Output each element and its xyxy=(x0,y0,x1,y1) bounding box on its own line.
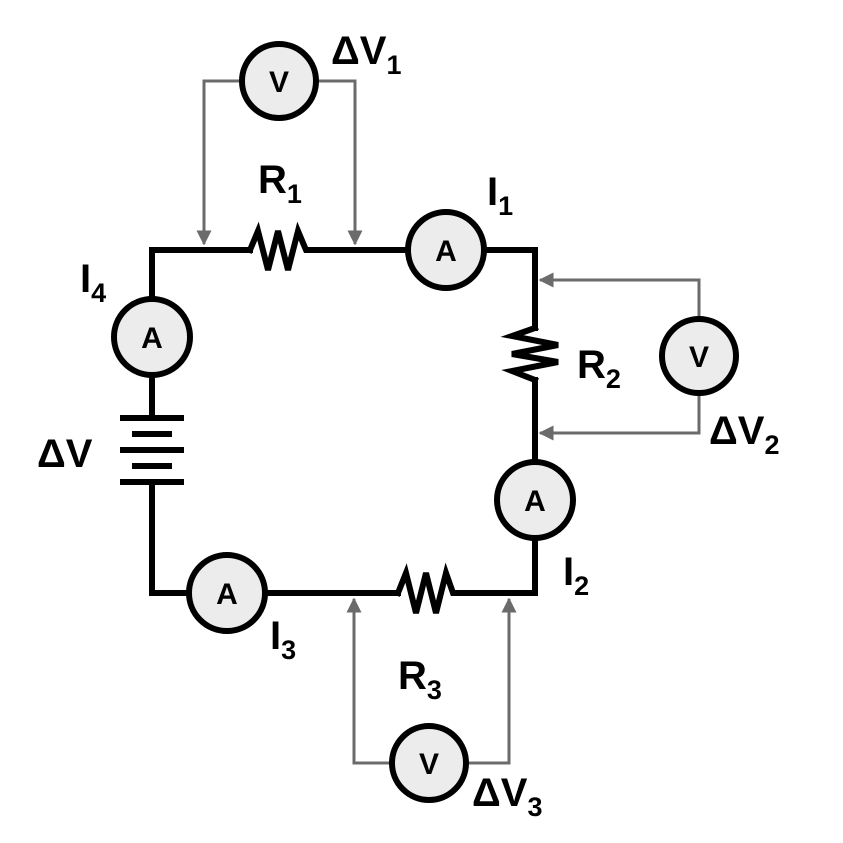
voltmeter-dv3: V xyxy=(389,723,469,803)
label-dv3: ΔV3 xyxy=(472,771,542,822)
voltmeter-leads xyxy=(196,79,701,765)
voltmeter-dv3-circle xyxy=(389,723,469,803)
voltmeter-dv2-circle xyxy=(659,316,739,396)
voltmeter-dv1-letter: V xyxy=(269,66,289,99)
label-dv1: ΔV1 xyxy=(331,29,401,80)
resistor-r3 xyxy=(394,562,461,614)
lead-dv3-right xyxy=(466,597,517,765)
lead-dv1-left xyxy=(196,79,242,246)
battery xyxy=(120,415,184,485)
resistor-r1 xyxy=(246,221,315,271)
lead-dv1-right xyxy=(316,79,363,246)
lead-dv2-top xyxy=(538,272,701,318)
ammeter-i1-circle xyxy=(405,209,487,291)
ammeter-i3-circle xyxy=(186,552,268,634)
wire-bottom-left xyxy=(149,480,190,596)
ammeter-i4-letter: A xyxy=(141,322,163,355)
label-i4: I4 xyxy=(80,257,106,308)
ammeter-i2-letter: A xyxy=(524,485,546,518)
label-r3: R3 xyxy=(398,654,442,705)
lead-dv2-bottom xyxy=(538,395,701,441)
label-dv2: ΔV2 xyxy=(709,409,779,460)
voltmeter-dv1-circle xyxy=(239,41,319,121)
ammeter-i2-circle xyxy=(494,459,576,541)
label-i3: I3 xyxy=(270,614,296,665)
ammeter-i3-letter: A xyxy=(216,578,238,611)
voltmeter-dv2-letter: V xyxy=(689,341,709,374)
lead-dv3-left xyxy=(346,597,392,765)
label-r2: R2 xyxy=(577,343,621,394)
wire-top-right xyxy=(484,247,538,331)
voltmeter-dv3-letter: V xyxy=(419,748,439,781)
label-battery-dv: ΔV xyxy=(37,432,93,476)
ammeter-i2: A xyxy=(494,459,576,541)
circuit-wires xyxy=(149,247,538,596)
ammeter-i1: A xyxy=(405,209,487,291)
ammeter-i4: A xyxy=(111,296,193,378)
ammeter-i3: A xyxy=(186,552,268,634)
resistor-r2 xyxy=(500,324,559,384)
ammeter-i1-letter: A xyxy=(435,235,457,268)
label-i2: I2 xyxy=(563,550,589,601)
voltmeter-dv1: V xyxy=(239,41,319,121)
label-i1: I1 xyxy=(487,170,513,221)
ammeter-i4-circle xyxy=(111,296,193,378)
voltmeter-dv2: V xyxy=(659,316,739,396)
label-r1: R1 xyxy=(258,158,302,209)
